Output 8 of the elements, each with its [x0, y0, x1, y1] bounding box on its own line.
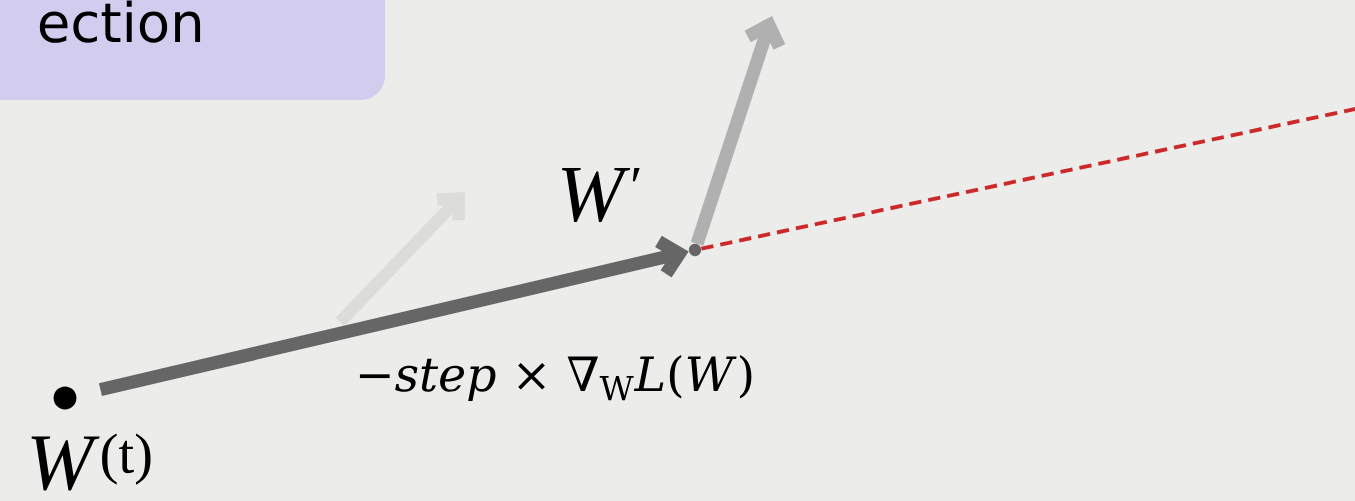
title-box: ection: [0, 0, 385, 100]
edge-label: −step × ∇$_{W}$L(W): [351, 351, 759, 405]
point-label: W$^{′}$: [561, 167, 640, 223]
point-dot: [53, 386, 77, 410]
arrow: [690, 16, 786, 246]
point-label: W$^{(t)}$: [31, 433, 151, 491]
arrow: [98, 235, 689, 397]
point-marker: [688, 243, 702, 257]
